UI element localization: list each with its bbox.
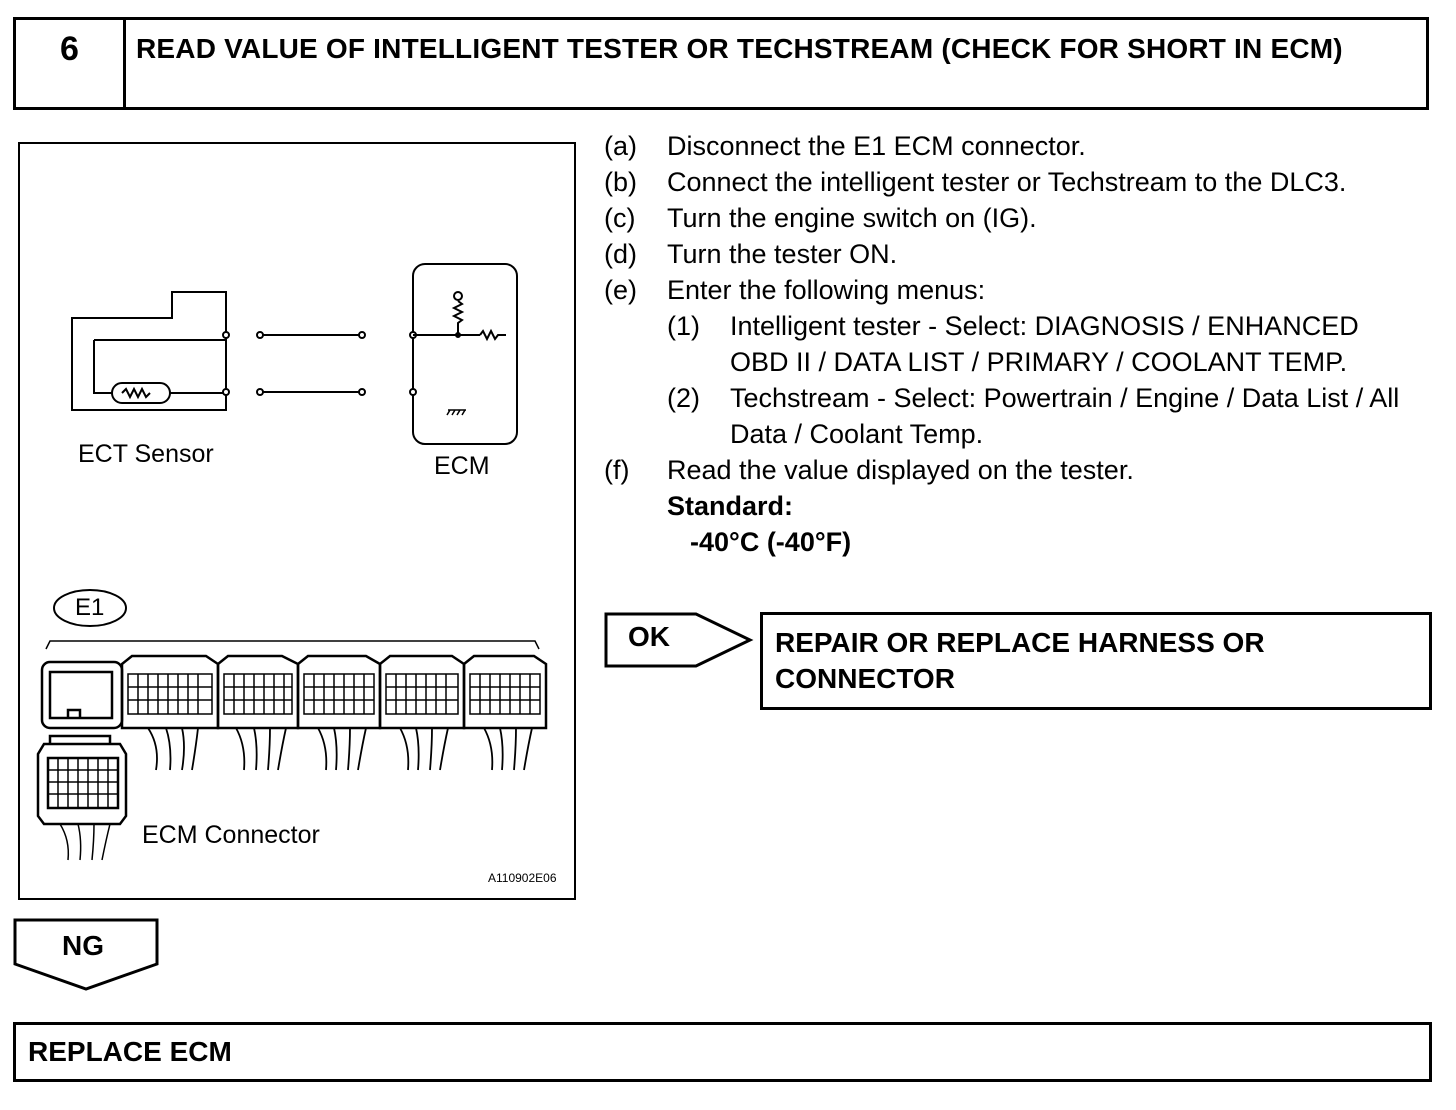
standard-value: -40°C (-40°F) [690, 527, 852, 557]
connector-tag: E1 [75, 594, 105, 621]
instruction-item: (e) Enter the following menus: [604, 272, 1444, 308]
step-number: 6 [16, 20, 126, 107]
step-title: READ VALUE OF INTELLIGENT TESTER OR TECH… [136, 33, 1343, 64]
ecm-connector-label: ECM Connector [142, 821, 320, 849]
ok-label: OK [628, 621, 670, 652]
item-mark: (c) [604, 203, 636, 233]
instruction-item: (d) Turn the tester ON. [604, 236, 1444, 272]
ng-label: NG [62, 930, 104, 961]
item-text: Connect the intelligent tester or Techst… [667, 167, 1347, 197]
subitem-mark: (2) [667, 383, 700, 413]
subitem-text: Intelligent tester - Select: DIAGNOSIS /… [730, 311, 1359, 377]
instruction-subitem: (2) Techstream - Select: Powertrain / En… [604, 380, 1444, 452]
instruction-subitem: (1) Intelligent tester - Select: DIAGNOS… [604, 308, 1444, 380]
item-text: Turn the engine switch on (IG). [667, 203, 1037, 233]
item-text: Turn the tester ON. [667, 239, 898, 269]
instruction-item: (b) Connect the intelligent tester or Te… [604, 164, 1444, 200]
step-header: 6 READ VALUE OF INTELLIGENT TESTER OR TE… [13, 17, 1429, 110]
wiring-figure: ECT Sensor ECM E1 ECM Connector A110902E… [18, 142, 576, 900]
item-mark: (d) [604, 239, 637, 269]
standard-label: Standard: [667, 491, 794, 521]
item-mark: (e) [604, 275, 637, 305]
subitem-text: Techstream - Select: Powertrain / Engine… [730, 383, 1400, 449]
instruction-item: (f) Read the value displayed on the test… [604, 452, 1444, 488]
instruction-item: (a) Disconnect the E1 ECM connector. [604, 128, 1444, 164]
ok-arrow-icon [604, 612, 754, 668]
subitem-mark: (1) [667, 311, 700, 341]
item-mark: (f) [604, 455, 630, 485]
item-mark: (b) [604, 167, 637, 197]
instruction-list: (a) Disconnect the E1 ECM connector. (b)… [604, 128, 1444, 560]
instruction-item: (c) Turn the engine switch on (IG). [604, 200, 1444, 236]
item-mark: (a) [604, 131, 637, 161]
ok-action-box: REPAIR OR REPLACE HARNESS OR CONNECTOR [760, 612, 1432, 710]
figure-code: A110902E06 [488, 871, 557, 885]
item-text: Disconnect the E1 ECM connector. [667, 131, 1086, 161]
ng-arrow-icon [13, 918, 159, 991]
ect-sensor-label: ECT Sensor [78, 440, 214, 468]
item-text: Enter the following menus: [667, 275, 986, 305]
item-text: Read the value displayed on the tester. [667, 455, 1134, 485]
circuit-diagram [36, 263, 548, 861]
ecm-label: ECM [434, 452, 490, 480]
ng-action-box: REPLACE ECM [13, 1022, 1432, 1082]
